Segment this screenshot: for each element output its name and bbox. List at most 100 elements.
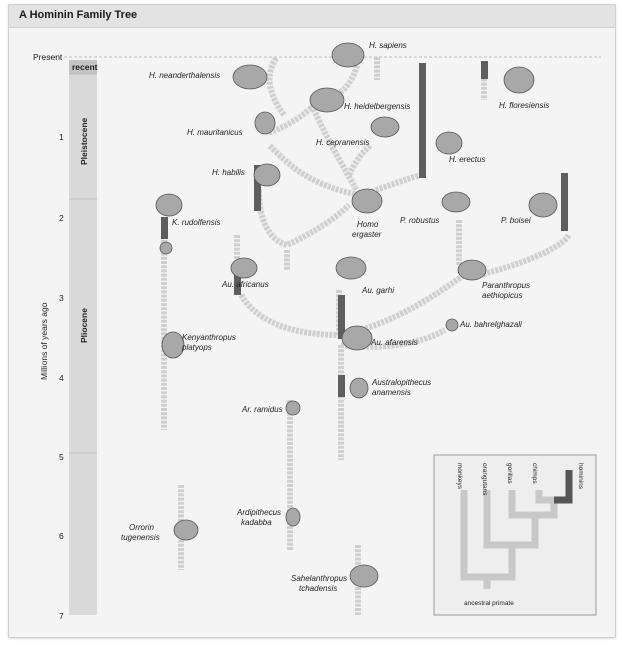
inset-label-orangutans: orangutans bbox=[481, 463, 488, 496]
figure-title: A Hominin Family Tree bbox=[19, 9, 138, 21]
epoch-pliocene-label: Pliocene bbox=[79, 308, 89, 343]
axis-label: Millions of years ago bbox=[39, 302, 49, 380]
range-erectus bbox=[419, 63, 426, 178]
label-erectus: H. erectus bbox=[449, 155, 485, 164]
epoch-pleistocene-label: Pleistocene bbox=[79, 117, 89, 165]
label-robustus: P. robustus bbox=[400, 216, 439, 225]
label-sahelanthropus-1: Sahelanthropus bbox=[291, 574, 347, 583]
tick-3: 3 bbox=[59, 293, 64, 303]
label-cepranensis: H. cepranensis bbox=[316, 138, 369, 147]
time-axis: Present recent Pleistocene Pliocene Mill… bbox=[33, 52, 601, 621]
label-habilis: H. habilis bbox=[212, 168, 245, 177]
label-sahelanthropus-2: tchadensis bbox=[299, 584, 337, 593]
inset-branch-orangutans bbox=[483, 490, 512, 549]
tick-4: 4 bbox=[59, 373, 64, 383]
skulls bbox=[155, 42, 558, 588]
inset-label-root: ancestral primate bbox=[464, 600, 514, 607]
skull-sapiens bbox=[331, 42, 365, 68]
range-africanus bbox=[234, 273, 241, 295]
skull-kenyanthropus bbox=[161, 331, 185, 359]
epoch-recent-label: recent bbox=[72, 62, 98, 72]
fossil-rudolfensis-jaw bbox=[159, 241, 173, 255]
label-kadabba-1: Ardipithecus bbox=[236, 508, 281, 517]
fossil-ranges bbox=[161, 61, 568, 397]
skull-mauritanicus bbox=[254, 111, 276, 135]
title-bar: A Hominin Family Tree bbox=[9, 5, 615, 28]
lineage-africanus bbox=[238, 293, 340, 338]
range-anamensis bbox=[338, 375, 345, 397]
label-boisei: P. boisei bbox=[501, 216, 531, 225]
tick-5: 5 bbox=[59, 452, 64, 462]
skull-ergaster bbox=[351, 188, 383, 214]
range-floresiensis bbox=[481, 61, 488, 79]
label-aethiopicus-1: Paranthropus bbox=[482, 281, 530, 290]
range-boisei bbox=[561, 173, 568, 231]
skull-garhi bbox=[335, 256, 367, 280]
range-rudolfensis bbox=[161, 217, 168, 239]
skull-rudolfensis bbox=[155, 193, 183, 217]
epoch-band bbox=[69, 60, 97, 615]
skull-habilis bbox=[253, 163, 281, 187]
label-ramidus: Ar. ramidus bbox=[241, 405, 283, 414]
label-orrorin-1: Orrorin bbox=[129, 523, 154, 532]
fossil-bahrelghazali-jaw bbox=[445, 318, 459, 332]
range-afarensis bbox=[338, 295, 345, 339]
tick-6: 6 bbox=[59, 531, 64, 541]
label-mauritanicus: H. mauritanicus bbox=[187, 128, 243, 137]
lineage-sapiens bbox=[313, 56, 362, 103]
skull-robustus bbox=[441, 191, 471, 213]
figure-frame: A Hominin Family Tree Present recent Ple… bbox=[8, 4, 616, 638]
skull-africanus bbox=[230, 257, 258, 279]
label-ergaster-1: Homo bbox=[357, 220, 379, 229]
skull-heidelbergensis bbox=[309, 87, 345, 113]
label-ergaster-2: ergaster bbox=[352, 230, 382, 239]
skull-erectus bbox=[435, 131, 463, 155]
inset-label-hominins: hominins bbox=[577, 463, 584, 490]
lineage-habilis bbox=[256, 189, 352, 249]
label-anamensis-1: Australopithecus bbox=[371, 378, 431, 387]
label-africanus: Au. africanus bbox=[221, 280, 269, 289]
fossil-ramidus-tooth bbox=[285, 400, 301, 416]
fossil-kadabba-tooth bbox=[285, 507, 301, 527]
inset-branch-hominins bbox=[554, 470, 573, 504]
fossil-anamensis-jaw bbox=[349, 377, 369, 399]
label-orrorin-2: tugenensis bbox=[121, 533, 160, 542]
lineage-neanderthal bbox=[266, 55, 287, 117]
label-neanderthalensis: H. neanderthalensis bbox=[149, 71, 220, 80]
label-kenyanthropus-2: platyops bbox=[181, 343, 212, 352]
label-rudolfensis: K. rudolfensis bbox=[172, 218, 220, 227]
skull-cepranensis bbox=[370, 116, 400, 138]
skull-neanderthalensis bbox=[232, 64, 268, 90]
epoch-recent bbox=[69, 60, 97, 74]
lineage-cepranensis bbox=[346, 142, 373, 177]
label-kadabba-2: kadabba bbox=[241, 518, 272, 527]
skull-sahelanthropus bbox=[349, 564, 379, 588]
inset-cladogram: monkeys orangutans gorillas chimps homin… bbox=[433, 454, 597, 616]
tick-2: 2 bbox=[59, 213, 64, 223]
present-label: Present bbox=[33, 52, 63, 62]
species-labels: H. sapiens H. neanderthalensis H. heidel… bbox=[121, 41, 549, 593]
label-sapiens: H. sapiens bbox=[369, 41, 407, 50]
inset-branches bbox=[460, 490, 558, 589]
label-floresiensis: H. floresiensis bbox=[499, 101, 549, 110]
label-aethiopicus-2: aethiopicus bbox=[482, 291, 522, 300]
tick-7: 7 bbox=[59, 611, 64, 621]
lineage-bahrelghazali bbox=[340, 327, 447, 350]
label-afarensis: Au. afarensis bbox=[370, 338, 418, 347]
inset-label-monkeys: monkeys bbox=[456, 463, 463, 490]
label-bahrelghazali: Au. bahrelghazali bbox=[459, 320, 522, 329]
label-kenyanthropus-1: Kenyanthropus bbox=[182, 333, 236, 342]
range-habilis bbox=[254, 165, 261, 211]
label-anamensis-2: anamensis bbox=[372, 388, 411, 397]
lineage-ergaster-up bbox=[266, 142, 360, 198]
fossil-orrorin-bone bbox=[173, 519, 199, 541]
hominin-tree-diagram: Present recent Pleistocene Pliocene Mill… bbox=[33, 41, 601, 621]
inset-branch-monkeys bbox=[460, 490, 491, 589]
skull-floresiensis bbox=[503, 66, 535, 94]
skull-aethiopicus bbox=[457, 259, 487, 281]
skull-boisei bbox=[528, 192, 558, 218]
skull-afarensis bbox=[341, 325, 373, 351]
lineage-aethiopicus bbox=[340, 272, 466, 338]
label-heidelbergensis: H. heidelbergensis bbox=[344, 102, 410, 111]
label-garhi: Au. garhi bbox=[361, 286, 394, 295]
